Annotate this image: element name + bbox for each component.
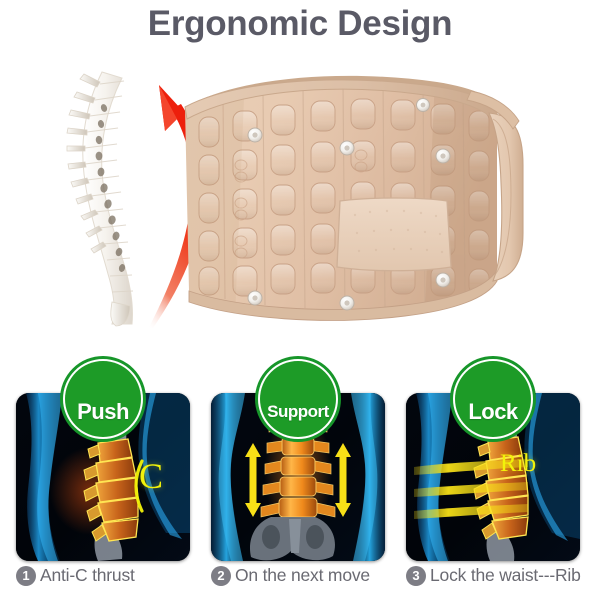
feature-panel-1[interactable]: C Push 1 Anti-C thrust	[16, 352, 190, 600]
rib-lock-bands	[414, 459, 528, 519]
badge-label: Lock	[468, 399, 518, 424]
feature-panel-2[interactable]: Support 2 On the next move	[211, 352, 385, 600]
badge-fill	[455, 361, 531, 437]
badge-fill	[65, 361, 141, 437]
panel-2-caption-text: On the next move	[235, 565, 370, 585]
feature-panels: C Push 1 Anti-C thrust	[0, 352, 600, 600]
panel-1-caption: 1 Anti-C thrust	[16, 565, 190, 586]
lumbar-support-belt-image	[175, 55, 530, 345]
step-number-circle: 3	[406, 565, 426, 586]
panel-1-overlay-label: C	[139, 456, 164, 496]
support-arrows	[245, 443, 351, 517]
badge-label: Push	[77, 399, 129, 424]
page-title: Ergonomic Design	[147, 4, 453, 43]
panel-1-caption-text: Anti-C thrust	[40, 565, 135, 585]
badge-push[interactable]: Push	[60, 356, 146, 442]
badge-lock[interactable]: Lock	[450, 356, 536, 442]
badge-support[interactable]: Support	[255, 356, 341, 442]
badge-fill	[260, 361, 336, 437]
panel-2-caption: 2 On the next move	[211, 565, 385, 586]
panel-3-caption-text: Lock the waist---Rib	[430, 565, 581, 585]
step-number-circle: 2	[211, 565, 231, 586]
anatomical-spine-model-icon	[60, 62, 170, 327]
hero-section	[0, 50, 600, 350]
feature-panel-3[interactable]: Rib Lock 3 Lock the waist---Rib	[406, 352, 581, 600]
panel-3-overlay-label: Rib	[500, 450, 537, 477]
badge-label: Support	[267, 402, 329, 421]
step-number-circle: 1	[16, 565, 36, 586]
panel-3-caption: 3 Lock the waist---Rib	[406, 565, 596, 586]
